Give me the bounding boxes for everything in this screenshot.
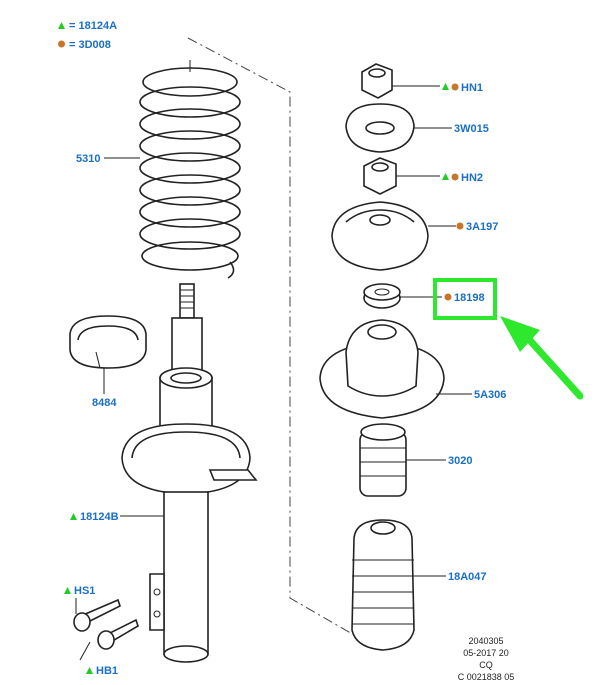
reference-line-3: CQ [479,660,493,670]
bump-stop-3020 [359,423,407,497]
triangle-marker-icon [58,22,65,29]
reference-line-1: 2040305 [468,636,503,646]
callout-label: 3A197 [466,221,498,233]
reference-line-2: 05-2017 20 [463,648,509,658]
reference-block: 2040305 05-2017 20 CQ C 0021838 05 [458,636,515,682]
ring-8484 [69,315,147,369]
strut-18124b [121,283,258,663]
spring-seat-5a306 [319,319,445,419]
legend-triangle-label: = 18124A [69,20,117,32]
assembly-dashed-line [187,37,381,651]
triangle-marker-icon [70,513,77,520]
callout-hs1: HS1 [64,585,95,597]
legend: = 18124A = 3D008 [58,20,117,51]
callout-label: 18124B [80,511,119,523]
callout-label: 5310 [76,153,100,165]
callout-hb1: HB1 [86,665,118,677]
highlight-box [433,278,497,320]
callout-3020: 3020 [448,455,472,467]
coil-spring-5310 [139,60,241,279]
bolts [73,598,139,650]
callout-label: HN1 [461,82,483,94]
callout-label: 18198 [454,292,485,304]
callout-hn2: HN2 [442,172,483,184]
triangle-marker-icon [442,83,449,90]
callout-label: 3020 [448,455,472,467]
nut-hn1 [361,63,393,99]
dot-marker-icon [451,83,459,91]
callout-label: HB1 [96,665,118,677]
spacer-18198 [363,283,401,309]
callout-18198: 18198 [433,278,497,320]
triangle-marker-icon [442,173,449,180]
dot-marker-icon [444,293,452,301]
green-arrow-icon [500,316,584,400]
callout-label: HN2 [461,172,483,184]
dot-marker-icon [451,173,459,181]
washer-3w015 [345,103,415,153]
callout-3a197: 3A197 [456,221,498,233]
callout-label: HS1 [74,585,95,597]
triangle-marker-icon [64,587,71,594]
callout-18124b: 18124B [70,511,119,523]
callout-label: 5A306 [474,389,506,401]
top-mount-3a197 [331,201,429,271]
callout-hn1: HN1 [442,82,483,94]
callout-3w015: 3W015 [454,123,489,135]
callout-8484: 8484 [92,397,117,409]
callout-5310: 5310 [76,153,100,165]
dot-marker-icon [58,40,65,48]
callout-5a306: 5A306 [474,389,506,401]
dust-boot-18a047 [351,519,415,651]
callout-label: 18A047 [448,571,487,583]
triangle-marker-icon [86,667,93,674]
callout-18a047: 18A047 [448,571,487,583]
legend-dot-label: = 3D008 [69,39,111,51]
dot-marker-icon [456,222,464,230]
nut-hn2 [363,157,397,195]
callout-label: 8484 [92,397,117,409]
callout-label: 3W015 [454,123,489,135]
reference-line-4: C 0021838 05 [458,672,515,682]
